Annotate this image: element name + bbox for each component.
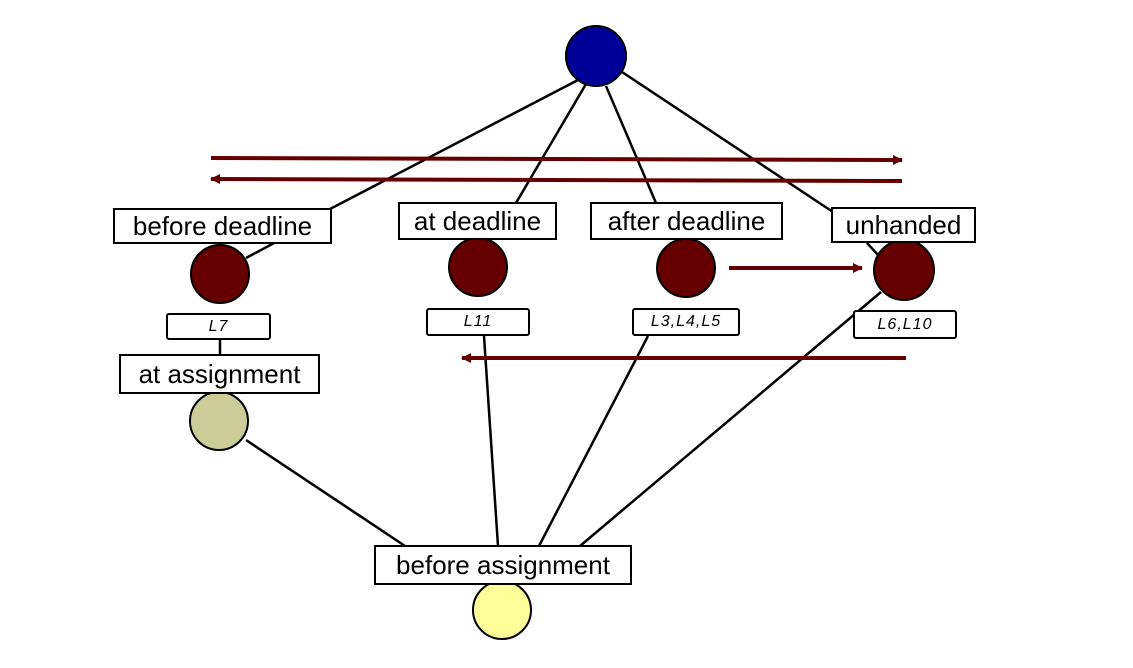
arrow-forward-top [210,154,903,165]
tag-at-deadline: L11 [426,308,530,336]
unhanded-node [873,239,935,301]
edge-unhanded-before-assignment [579,291,882,547]
label-at-assignment: at assignment [119,354,320,394]
edge-at-assignment-before-assignment [245,438,406,548]
arrow-backward-top [210,174,903,185]
tag-unhanded: L6,L10 [853,310,957,339]
label-at-deadline: at deadline [398,202,557,240]
label-after-deadline: after deadline [590,202,783,240]
top-node [565,25,627,87]
label-before-deadline: before deadline [113,208,332,244]
label-unhanded: unhanded [831,207,976,243]
edge-top-unhanded [621,70,837,216]
after-deadline-node [656,238,716,298]
at-deadline-node [448,237,508,297]
before-deadline-node [190,244,250,304]
edge-after-deadline-before-assignment [537,335,650,547]
tag-after-deadline: L3,L4,L5 [632,308,740,336]
edge-unhanded-node [866,242,880,257]
tag-before-deadline: L7 [166,313,271,340]
edge-top-after-deadline [604,85,658,204]
at-assignment-node [189,391,249,451]
label-before-assignment: before assignment [374,545,632,585]
before-assignment-node [472,580,532,640]
edge-before-deadline-node [245,240,277,260]
edge-top-before-deadline [329,78,579,211]
edge-at-deadline-before-assignment [482,335,500,547]
edge-top-at-deadline [514,83,588,204]
